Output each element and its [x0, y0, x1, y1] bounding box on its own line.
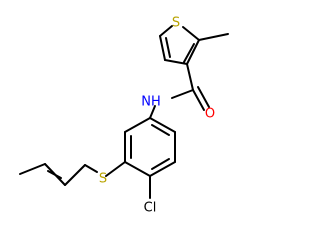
bond-methyl	[198, 33, 229, 41]
bond-b6-b1	[124, 117, 151, 133]
molecule-structure: S O NH S Cl	[19, 16, 229, 216]
bond-ch-ch3	[19, 163, 46, 175]
bond-ch2-ch	[64, 164, 86, 186]
bond-c4-c5-double	[165, 37, 171, 58]
bond-nitrogen-phenyl	[149, 105, 156, 119]
bond-ch-ch-double-2	[47, 170, 62, 179]
bond-b4-b5	[124, 161, 151, 177]
bond-s1-c2	[182, 26, 200, 41]
bond-b3-b4-double	[151, 158, 170, 170]
amide-oxygen-label: O	[205, 107, 215, 122]
bond-c5-s1	[159, 25, 173, 37]
chlorine-label: Cl	[144, 201, 157, 216]
bond-c4-c5	[159, 35, 166, 61]
amide-nitrogen-label: NH	[141, 95, 161, 110]
bond-thioether	[105, 161, 126, 177]
amide-group	[149, 63, 210, 119]
bond-carbonyl-oxygen-double	[197, 86, 210, 108]
bond-carbonyl-oxygen	[192, 89, 205, 111]
bond-c3-c4	[164, 59, 188, 65]
bond-b3-b4	[149, 161, 176, 177]
benzene-ring	[105, 117, 176, 199]
bond-c3-carbonyl	[186, 63, 194, 91]
thiophene-sulfur-label: S	[172, 16, 180, 31]
bond-carbonyl-nitrogen	[171, 89, 194, 99]
bond-b1-b2	[149, 117, 176, 133]
butenyl-chain	[19, 163, 98, 186]
thioether-sulfur-label: S	[99, 172, 107, 187]
thiophene-ring	[159, 25, 229, 65]
bond-c2-c3-double	[183, 43, 195, 63]
molecule-canvas: S O NH S Cl	[19, 15, 229, 216]
bond-c2-c3	[186, 39, 200, 65]
bond-sulfur-ch2	[84, 164, 98, 173]
bond-b1-b2-double	[151, 124, 170, 136]
